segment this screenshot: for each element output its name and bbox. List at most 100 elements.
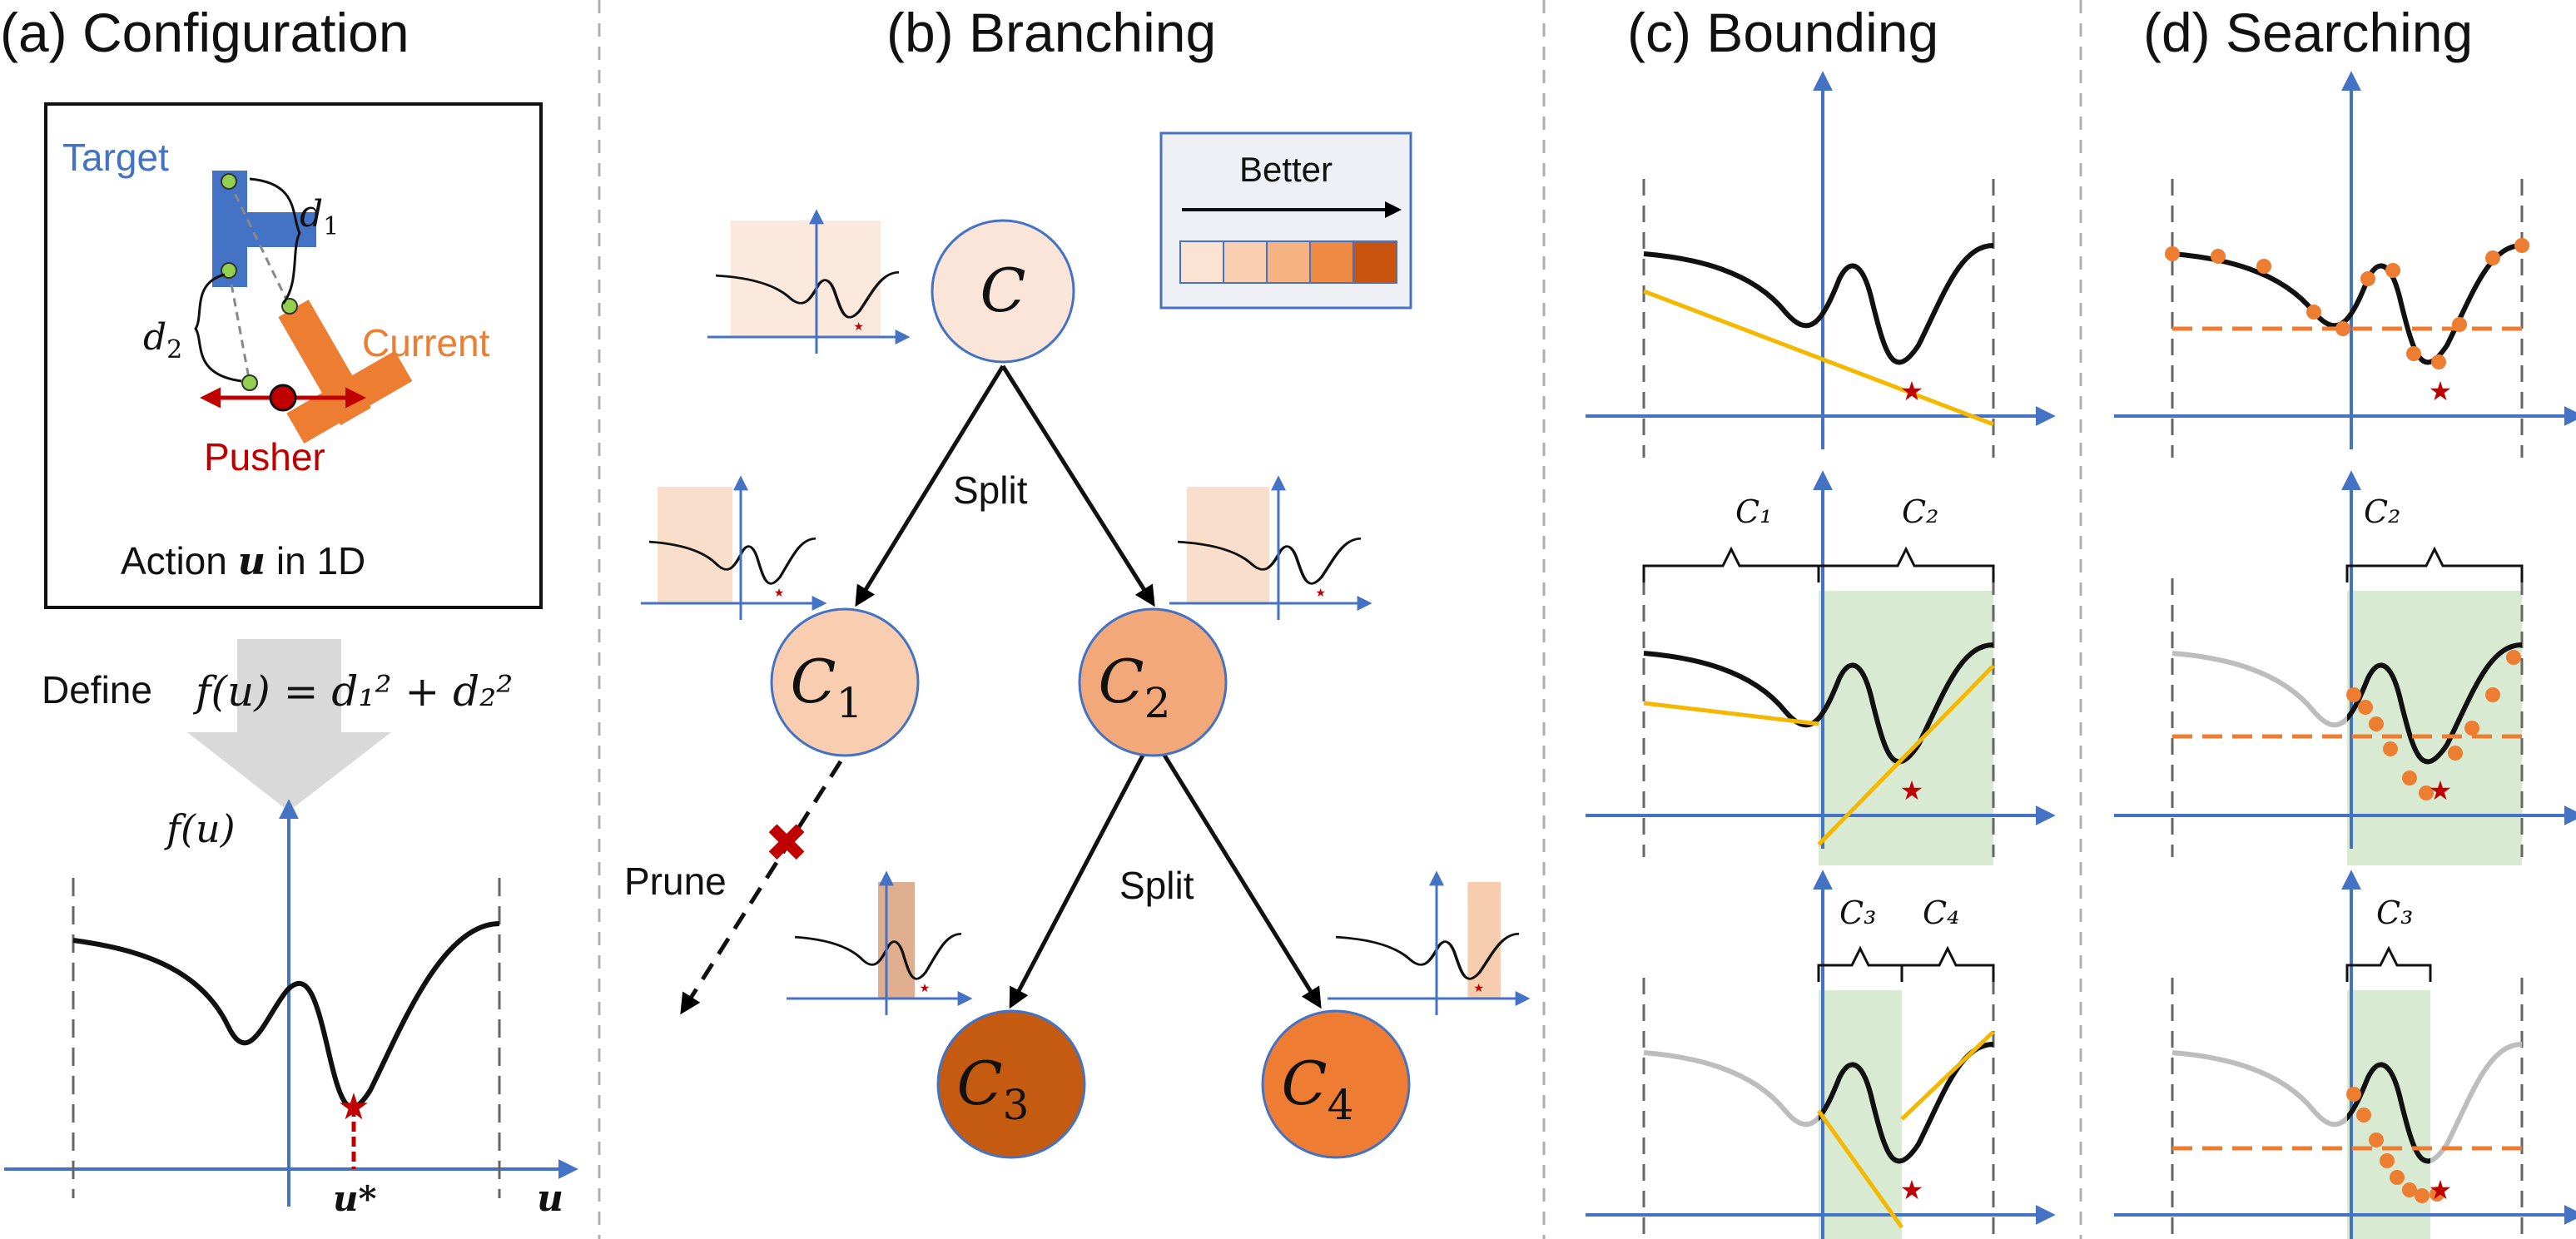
pusher-dot — [269, 384, 297, 412]
lower-bound-line — [1900, 1030, 1995, 1121]
d2-label: d2 — [143, 316, 182, 364]
distance-links — [227, 181, 291, 384]
partition-brace — [1642, 546, 1820, 582]
node-c1: C1 — [770, 607, 920, 757]
legend-swatch — [1266, 240, 1311, 284]
bounding-row1: ★ — [1586, 71, 2056, 458]
lower-bound-line — [1817, 664, 1995, 846]
d1-brace — [249, 177, 301, 305]
legend-swatch — [1309, 240, 1354, 284]
panel-c-title: (c) Bounding — [1627, 2, 1938, 63]
thumbnail-region — [1467, 882, 1501, 999]
sample-dot — [2385, 263, 2400, 278]
lower-bound-line — [1643, 701, 1819, 726]
thumbnail-star: ★ — [853, 321, 864, 334]
optimum-star: ★ — [337, 1087, 370, 1127]
sample-dot — [2506, 650, 2521, 665]
bounding-plots: ★ ★ ★ — [1586, 71, 2056, 1239]
sample-dot — [2390, 1170, 2405, 1185]
optimum-star: ★ — [1900, 776, 1924, 805]
branch-thumbnails: ★ ★ ★ ★ ★ — [641, 209, 1531, 1015]
sample-dot — [2485, 687, 2500, 702]
panel-a-title: (a) Configuration — [0, 2, 409, 63]
u-axis-label: u — [537, 1177, 563, 1220]
panel-d-title: (d) Searching — [2143, 2, 2473, 63]
d2-brace — [194, 273, 242, 383]
sample-dot — [2402, 1182, 2417, 1197]
u-star-label: u* — [333, 1178, 377, 1219]
sample-dot — [2514, 238, 2529, 253]
legend-swatch — [1353, 240, 1397, 284]
define-label: Define — [42, 668, 152, 711]
sample-dot — [2358, 700, 2373, 715]
sample-dot — [2369, 716, 2384, 731]
sample-dot — [2165, 246, 2180, 261]
partition-brace — [2345, 945, 2432, 982]
curve-active — [2172, 245, 2522, 362]
optimum-star: ★ — [2429, 376, 2453, 406]
curve-active — [1644, 245, 1993, 362]
sample-dot — [2464, 721, 2479, 736]
sample-dot — [2415, 1188, 2430, 1203]
node-c4: C4 — [1261, 1009, 1411, 1159]
partition-brace — [1817, 546, 1995, 582]
partition-brace — [1817, 945, 1903, 982]
bounding-row3-right-label: C₄ — [1923, 895, 1959, 931]
searching-row3: ★ — [2114, 870, 2576, 1239]
sample-dot — [2360, 271, 2375, 286]
panel-b-title: (b) Branching — [886, 2, 1216, 63]
prune-label: Prune — [624, 860, 727, 903]
thumbnail-plot: ★ — [1328, 870, 1531, 1015]
optimum-star: ★ — [2429, 1175, 2453, 1205]
lower-bound-line — [1816, 1109, 1904, 1229]
sample-dot — [2306, 305, 2321, 320]
prune-cross: ✖ — [764, 813, 809, 875]
thumbnail-plot: ★ — [1169, 475, 1372, 620]
objective-curve — [2172, 245, 2522, 362]
sample-dot — [2380, 1153, 2395, 1168]
svg-text:Better: Better — [1239, 150, 1333, 189]
optimum-star: ★ — [1900, 376, 1924, 406]
searching-row2-label: C₂ — [2364, 493, 2400, 530]
node-circle — [931, 219, 1075, 364]
thumbnail-plot: ★ — [787, 870, 973, 1015]
branch-edges — [680, 364, 1322, 1015]
target-label: Target — [62, 136, 169, 179]
sample-dot — [2211, 249, 2226, 264]
sample-dot — [2402, 771, 2417, 786]
bounding-row3: ★ — [1586, 870, 2056, 1239]
sample-dot — [2346, 687, 2361, 702]
sample-dot — [2431, 354, 2446, 369]
thumbnail-region — [878, 882, 915, 999]
search-region — [1819, 990, 1902, 1239]
current-label: Current — [362, 321, 490, 364]
thumbnail-plot: ★ — [641, 475, 827, 620]
searching-row2: ★ — [2114, 470, 2576, 865]
node-c3: C3 — [936, 1009, 1086, 1159]
define-arrow — [187, 639, 391, 811]
bounding-row2-left-label: C₁ — [1735, 493, 1772, 530]
bounding-row3-left-label: C₃ — [1839, 895, 1876, 931]
searching-row1: ★ — [2114, 71, 2576, 458]
optimum-star: ★ — [1900, 1175, 1924, 1205]
sample-dot — [2452, 317, 2467, 332]
partition-brace — [1900, 945, 1995, 982]
thumbnail-star: ★ — [1315, 587, 1326, 600]
sample-dot — [2369, 1132, 2384, 1147]
node-label: C4 — [1282, 1048, 1354, 1129]
panel-separators — [598, 0, 2082, 1239]
node-circle — [936, 1009, 1086, 1159]
node-circle — [770, 607, 920, 757]
partition-brace — [2345, 546, 2524, 582]
node-label: C — [980, 255, 1025, 325]
legend-swatch — [1223, 240, 1268, 284]
node-label: C2 — [1099, 647, 1171, 727]
thumbnail-star: ★ — [920, 983, 931, 995]
sample-dot — [2335, 321, 2350, 336]
sample-dot — [2346, 1087, 2361, 1102]
split-label-2: Split — [1119, 864, 1194, 907]
node-c2: C2 — [1078, 607, 1228, 757]
legend-swatch — [1179, 240, 1224, 284]
sample-dot — [2383, 741, 2398, 756]
